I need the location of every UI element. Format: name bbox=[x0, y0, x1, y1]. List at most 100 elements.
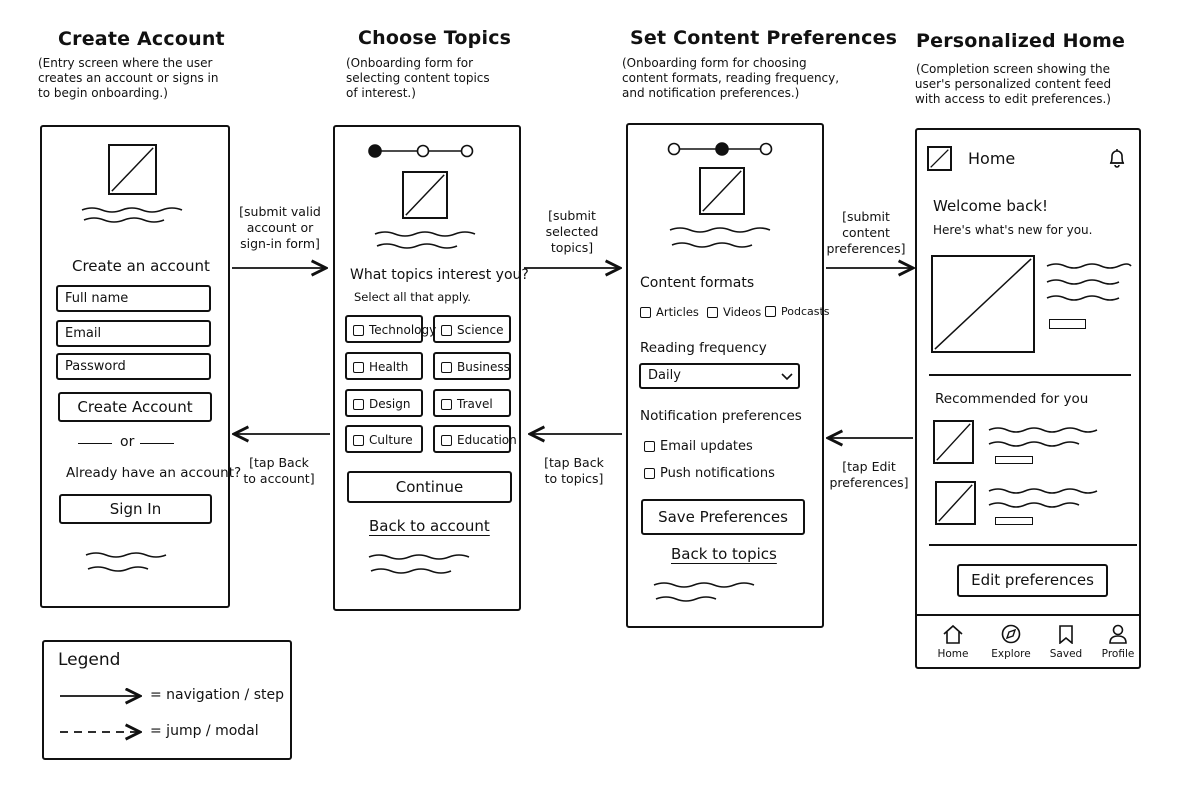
image-placeholder bbox=[699, 167, 745, 215]
email-field[interactable]: Email bbox=[56, 320, 211, 347]
or-label: or bbox=[120, 434, 135, 450]
checkbox[interactable] bbox=[441, 435, 452, 446]
nav-label: Saved bbox=[1049, 648, 1083, 660]
nav-home[interactable]: Home bbox=[935, 624, 971, 660]
nav-label: Profile bbox=[1101, 648, 1135, 660]
topic-education[interactable]: Education bbox=[433, 425, 517, 453]
bottom-nav-divider bbox=[917, 614, 1139, 616]
format-podcasts[interactable]: Podcasts bbox=[765, 305, 830, 318]
full-name-field[interactable]: Full name bbox=[56, 285, 211, 312]
content-preferences-title: Set Content Preferences bbox=[630, 27, 898, 49]
checkbox[interactable] bbox=[707, 307, 718, 318]
notification-preferences-label: Notification preferences bbox=[640, 408, 802, 424]
topic-health[interactable]: Health bbox=[345, 352, 423, 380]
personalized-home-description: (Completion screen showing the user's pe… bbox=[914, 62, 1112, 106]
squiggle-text bbox=[85, 552, 167, 572]
image-placeholder bbox=[402, 171, 448, 219]
reading-frequency-select[interactable]: Daily bbox=[639, 363, 800, 389]
create-account-screen: Create an account Full name Email Passwo… bbox=[40, 125, 241, 608]
topic-culture[interactable]: Culture bbox=[345, 425, 423, 453]
legend-line-samples bbox=[60, 688, 148, 748]
chevron-down-icon bbox=[781, 373, 793, 381]
format-articles[interactable]: Articles bbox=[640, 305, 699, 319]
squiggle-text bbox=[1046, 263, 1132, 301]
checkbox[interactable] bbox=[765, 306, 776, 317]
choose-topics-screen: What topics interest you? Select all tha… bbox=[333, 125, 529, 611]
thumbnail bbox=[933, 420, 974, 464]
continue-button[interactable]: Continue bbox=[347, 471, 512, 503]
personalized-home-title: Personalized Home bbox=[916, 30, 1126, 52]
bookmark-icon bbox=[1059, 625, 1073, 645]
divider-left bbox=[78, 443, 112, 444]
checkbox[interactable] bbox=[644, 441, 655, 452]
progress-stepper bbox=[667, 142, 773, 156]
checkbox[interactable] bbox=[441, 325, 452, 336]
squiggle-text bbox=[374, 231, 476, 249]
welcome-subtext: Here's what's new for you. bbox=[933, 223, 1093, 237]
edit-preferences-button[interactable]: Edit preferences bbox=[957, 564, 1108, 597]
list-item[interactable] bbox=[935, 481, 1135, 529]
format-videos[interactable]: Videos bbox=[707, 305, 761, 319]
choose-topics-title: Choose Topics bbox=[358, 27, 512, 49]
topics-hint: Select all that apply. bbox=[354, 290, 471, 304]
nav-label: Home bbox=[937, 648, 969, 660]
topic-technology[interactable]: Technology bbox=[345, 315, 436, 343]
squiggle-text bbox=[653, 582, 755, 602]
create-account-heading: Create an account bbox=[72, 257, 210, 275]
save-preferences-button[interactable]: Save Preferences bbox=[641, 499, 805, 535]
squiggle-text bbox=[368, 554, 470, 574]
checkbox[interactable] bbox=[441, 362, 452, 373]
list-item[interactable] bbox=[933, 420, 1133, 468]
legend-solid-label: = navigation / step bbox=[150, 687, 284, 703]
choose-topics-description: (Onboarding form for selecting content t… bbox=[346, 56, 490, 100]
checkbox[interactable] bbox=[353, 435, 364, 446]
email-updates-option[interactable]: Email updates bbox=[644, 439, 753, 454]
create-account-button[interactable]: Create Account bbox=[58, 392, 212, 422]
back-to-account-link[interactable]: Back to account bbox=[369, 517, 490, 535]
bell-icon[interactable] bbox=[1107, 147, 1127, 169]
nav-saved[interactable]: Saved bbox=[1048, 624, 1084, 660]
checkbox[interactable] bbox=[644, 468, 655, 479]
checkbox[interactable] bbox=[353, 362, 364, 373]
legend-title: Legend bbox=[58, 650, 121, 670]
personalized-home-screen: Home Welcome back! Here's what's new for… bbox=[915, 128, 1141, 669]
topic-science[interactable]: Science bbox=[433, 315, 511, 343]
checkbox[interactable] bbox=[441, 399, 452, 410]
progress-stepper bbox=[368, 144, 474, 158]
push-notifications-option[interactable]: Push notifications bbox=[644, 466, 775, 481]
topic-design[interactable]: Design bbox=[345, 389, 423, 417]
password-field[interactable]: Password bbox=[56, 353, 211, 380]
thumbnail bbox=[935, 481, 976, 525]
legend-dashed-label: = jump / modal bbox=[150, 723, 259, 739]
content-preferences-screen: Content formats Articles Videos Podcasts… bbox=[626, 123, 830, 628]
featured-image[interactable] bbox=[931, 255, 1035, 353]
squiggle-text bbox=[669, 227, 771, 248]
checkbox[interactable] bbox=[353, 325, 364, 336]
content-preferences-description: (Onboarding form for choosing content fo… bbox=[622, 56, 840, 100]
topics-question: What topics interest you? bbox=[350, 267, 529, 283]
nav-profile[interactable]: Profile bbox=[1100, 624, 1136, 660]
reading-frequency-label: Reading frequency bbox=[640, 340, 767, 356]
home-header-title: Home bbox=[968, 149, 1016, 168]
divider-right bbox=[140, 443, 174, 444]
create-account-title: Create Account bbox=[58, 28, 225, 50]
nav-explore[interactable]: Explore bbox=[989, 624, 1033, 660]
topic-business[interactable]: Business bbox=[433, 352, 511, 380]
checkbox[interactable] bbox=[640, 307, 651, 318]
nav-label: Explore bbox=[991, 648, 1031, 660]
topic-travel[interactable]: Travel bbox=[433, 389, 511, 417]
read-more-button[interactable] bbox=[1049, 319, 1086, 329]
back-to-topics-link[interactable]: Back to topics bbox=[671, 545, 777, 563]
recommended-heading: Recommended for you bbox=[935, 391, 1089, 407]
squiggle-text bbox=[81, 207, 183, 223]
sign-in-button[interactable]: Sign In bbox=[59, 494, 212, 524]
already-have-account-text: Already have an account? bbox=[66, 465, 242, 481]
checkbox[interactable] bbox=[353, 399, 364, 410]
